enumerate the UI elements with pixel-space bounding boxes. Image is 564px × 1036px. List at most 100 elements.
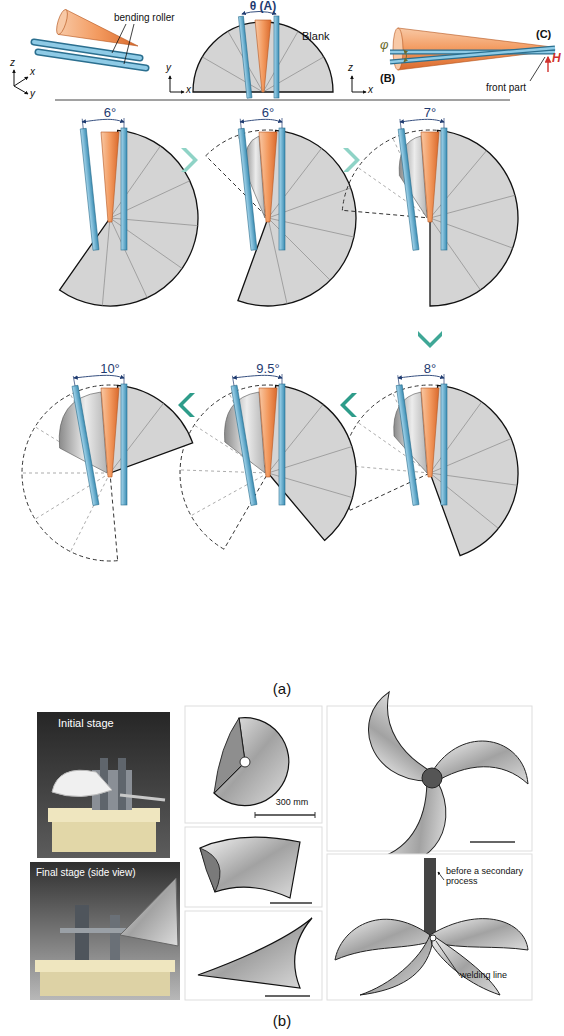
table xyxy=(35,960,175,972)
photo-impeller-top xyxy=(327,692,532,880)
radial-line xyxy=(430,151,487,218)
radial-line xyxy=(180,470,268,473)
scale-bar xyxy=(315,812,316,818)
leader-line xyxy=(530,57,545,81)
dimension-label: H xyxy=(552,52,561,66)
angle-label: φ xyxy=(380,38,388,53)
part-label: front part xyxy=(486,82,526,94)
roller xyxy=(72,385,99,505)
roller xyxy=(38,52,146,68)
scale-label: 300 mm xyxy=(276,797,309,807)
photo-frame xyxy=(185,911,322,1000)
impeller-blade xyxy=(335,919,430,960)
forming-sequence xyxy=(22,118,518,561)
roller xyxy=(279,384,285,505)
formed-blade xyxy=(214,718,245,793)
step-arrow xyxy=(181,148,198,172)
axis xyxy=(14,77,28,86)
leader-line xyxy=(124,24,134,64)
photo-blade-3 xyxy=(185,911,322,1000)
axis-label: x xyxy=(186,84,191,96)
roller xyxy=(121,128,127,250)
axis-label: x xyxy=(30,66,35,78)
photo-final-stage xyxy=(30,862,180,1000)
table xyxy=(48,808,160,822)
radial-line xyxy=(268,218,330,280)
blank-sheet xyxy=(238,130,356,306)
roller xyxy=(238,128,257,250)
annotation: before a secondary process xyxy=(446,866,530,887)
axis xyxy=(14,70,15,86)
leader-line xyxy=(438,872,444,880)
callout-letter: (C) xyxy=(536,28,551,41)
radial-line xyxy=(110,146,160,218)
axis-label: z xyxy=(348,62,353,74)
radial-line xyxy=(263,57,324,92)
rail xyxy=(120,795,165,800)
hole xyxy=(240,757,250,767)
radial-line xyxy=(202,57,263,92)
formed-blade xyxy=(198,918,312,988)
formed-blade xyxy=(200,848,220,892)
scale-bar xyxy=(270,902,312,904)
axis xyxy=(352,92,366,93)
part-label: bending roller xyxy=(114,12,175,24)
impeller-blade xyxy=(432,935,500,995)
forming-stage xyxy=(342,118,518,306)
forming-stage xyxy=(60,118,198,306)
angle-label: 8° xyxy=(424,362,436,377)
extension-line xyxy=(398,375,399,385)
axis-label: y xyxy=(30,88,35,100)
roller xyxy=(274,16,279,98)
cone xyxy=(421,132,439,222)
cone xyxy=(421,388,439,477)
angle-dimension xyxy=(398,375,444,378)
axis xyxy=(352,76,353,92)
formed-blade xyxy=(214,718,289,806)
forming-stage xyxy=(180,374,356,549)
setup-top-view xyxy=(170,12,333,99)
step-arrow xyxy=(178,393,195,417)
step-arrow xyxy=(343,148,360,172)
step-arrow xyxy=(418,331,442,348)
radial-line xyxy=(268,148,322,218)
angle-label: 6° xyxy=(262,106,274,121)
angle-label: 10° xyxy=(100,362,120,377)
photo-frame xyxy=(185,706,322,823)
forming-stage xyxy=(22,374,193,561)
cone xyxy=(101,388,119,477)
extension-line xyxy=(124,118,125,128)
height-arrow xyxy=(547,57,548,72)
weld-point xyxy=(430,935,436,941)
table xyxy=(40,972,170,996)
photo-frame xyxy=(30,862,180,1000)
scale-bar xyxy=(255,814,315,816)
subfigure-label: (a) xyxy=(273,680,291,697)
axis-label: x xyxy=(368,84,373,96)
cone xyxy=(255,20,271,92)
callout-letter: (B) xyxy=(380,72,395,85)
separator xyxy=(55,100,510,101)
extension-line xyxy=(82,119,83,129)
forming-stage xyxy=(206,118,356,306)
cone xyxy=(101,132,119,222)
blank-sheet xyxy=(60,130,198,306)
photo-blade-2 xyxy=(185,827,322,907)
leader-line xyxy=(436,941,460,976)
cone-base xyxy=(54,8,69,35)
step-arrow xyxy=(340,393,357,417)
roller xyxy=(279,128,285,250)
formed-blade xyxy=(120,878,178,946)
angle-label: 7° xyxy=(424,106,436,121)
hub xyxy=(422,768,442,788)
angle-dimension xyxy=(82,119,124,122)
extension-line xyxy=(240,119,241,129)
impeller-blade xyxy=(360,935,432,995)
photo-label: Initial stage xyxy=(58,717,114,730)
roller xyxy=(441,128,447,250)
cone xyxy=(259,388,277,477)
extension-line xyxy=(400,119,401,129)
angle-label: θ (A) xyxy=(250,0,276,14)
roller xyxy=(80,128,99,250)
